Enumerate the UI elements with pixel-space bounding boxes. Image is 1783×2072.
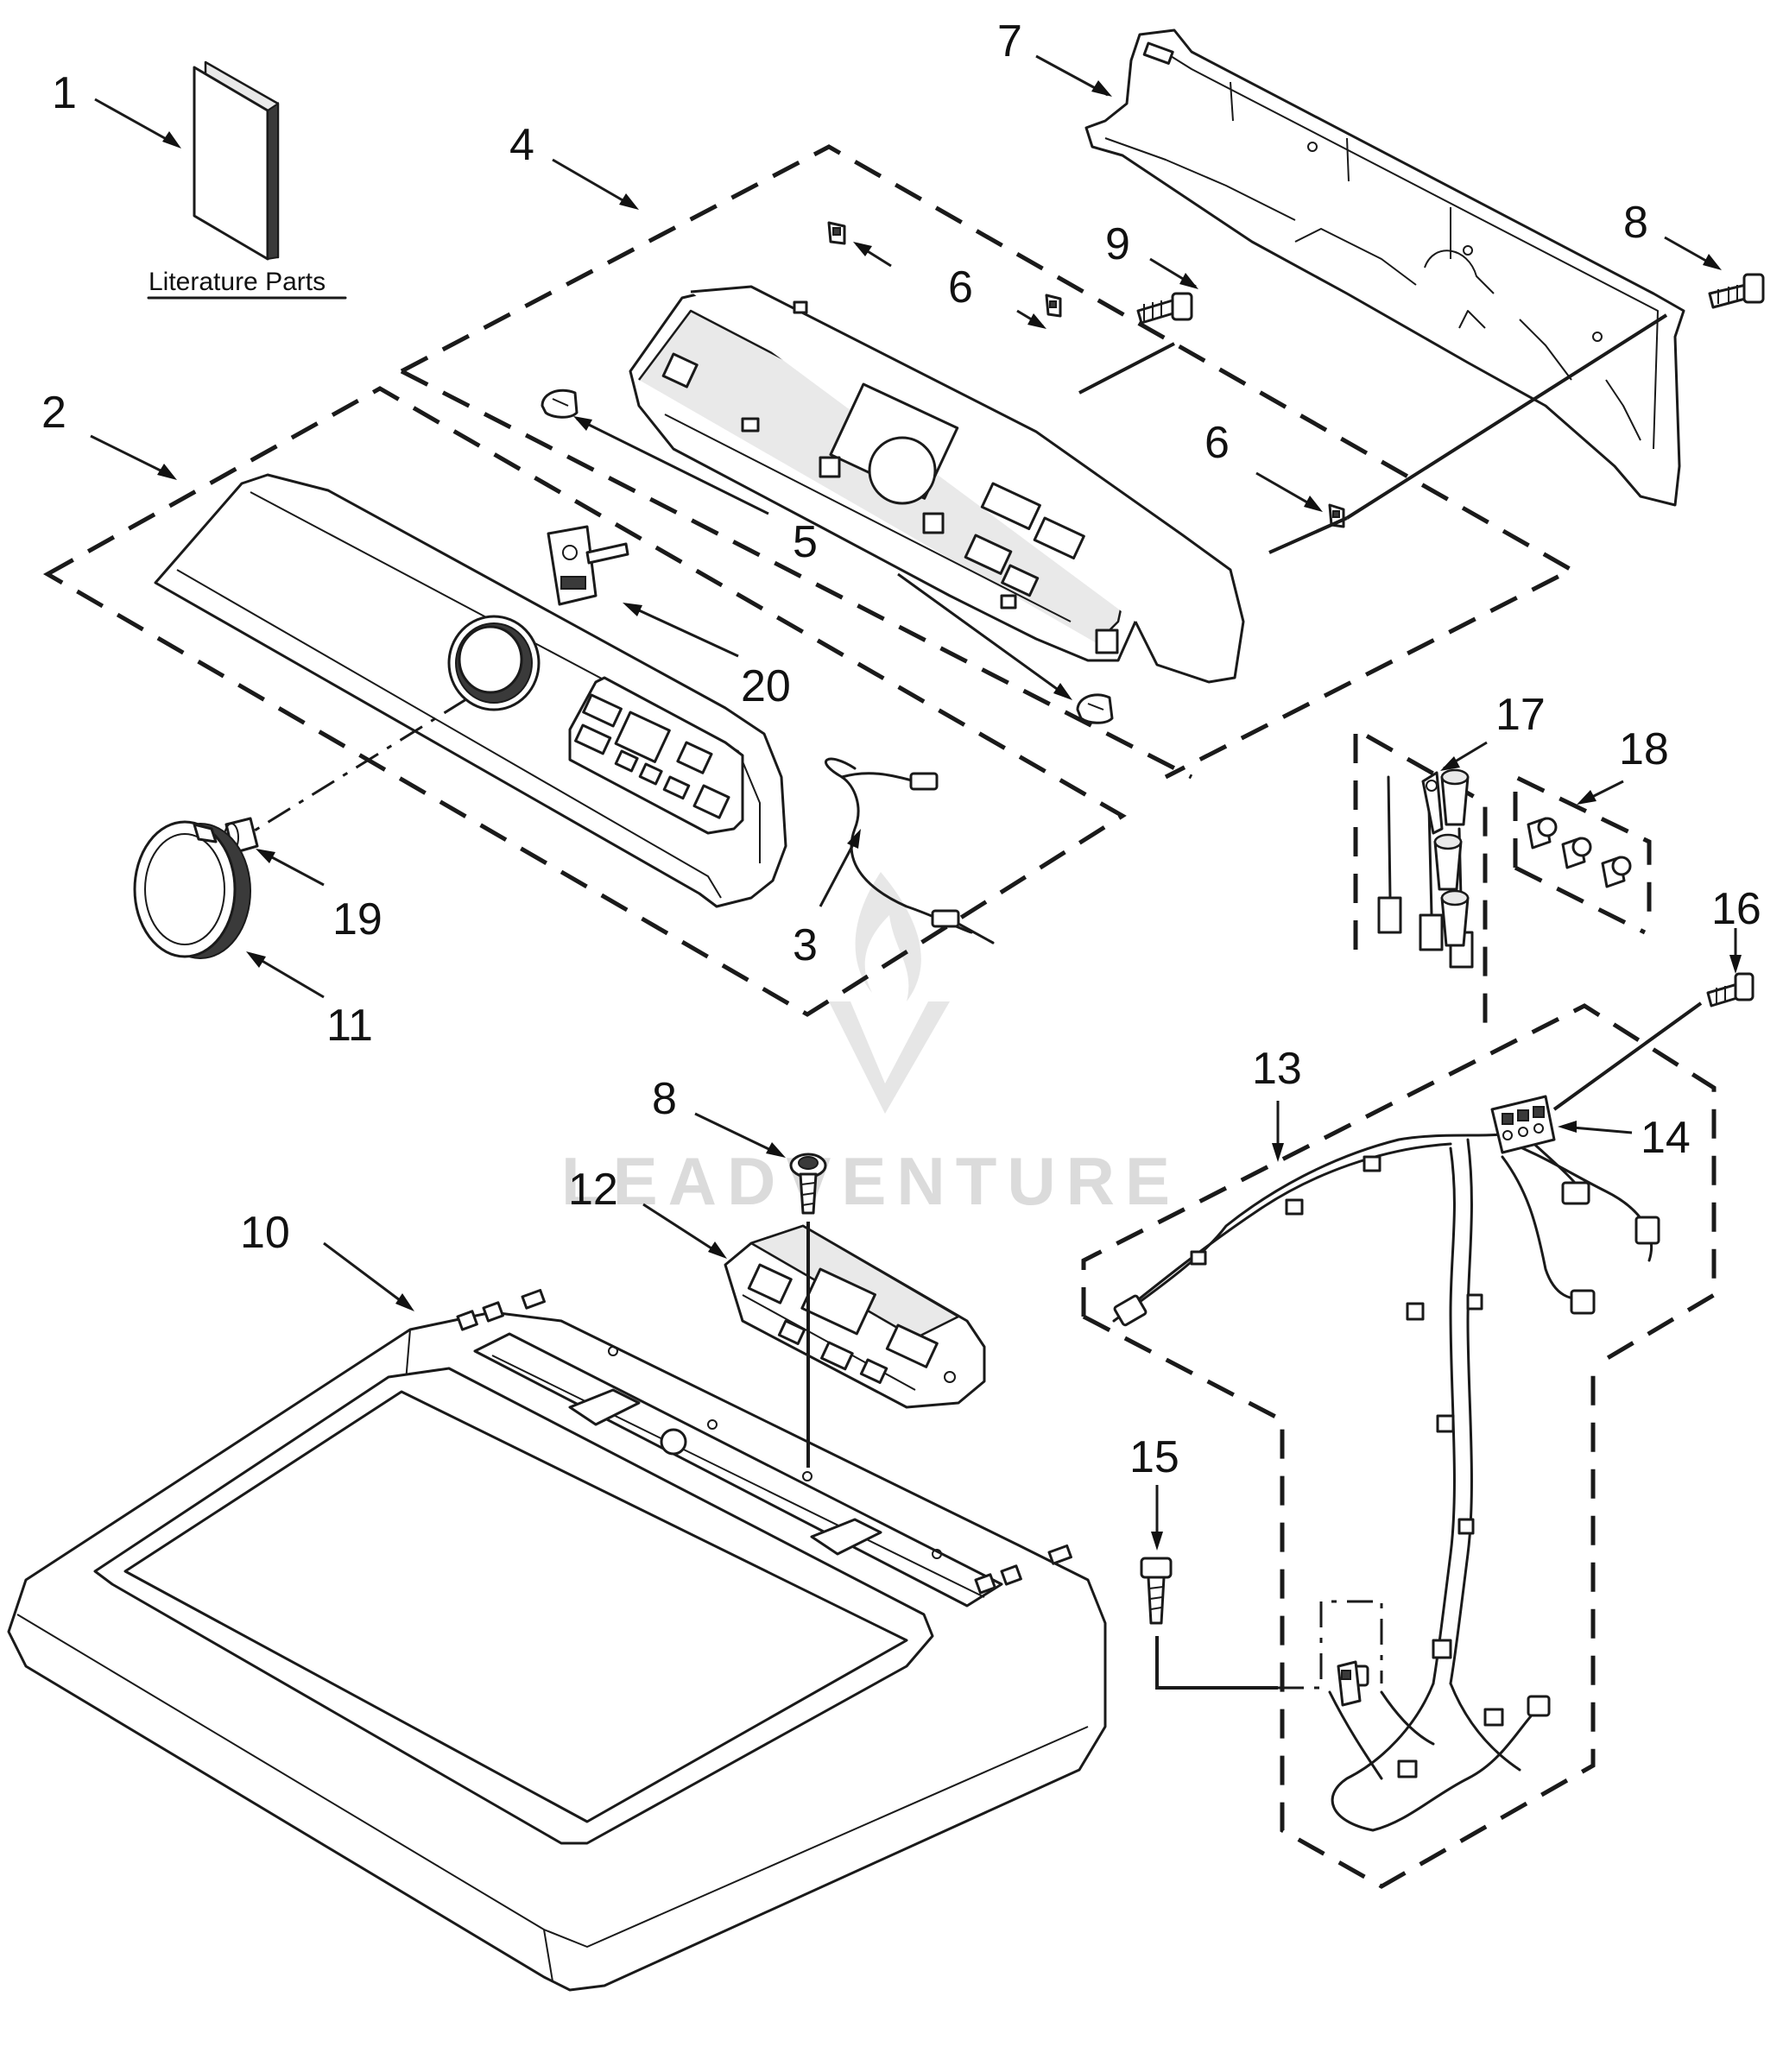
callout-4: 4: [509, 120, 534, 170]
group-panel-outline: [42, 386, 1127, 1017]
part-clip-top[interactable]: [827, 221, 846, 245]
part-screw-8-top[interactable]: [1708, 273, 1765, 309]
watermark: LEADVENTURE: [561, 872, 1180, 1219]
callout-labels: 1 2 3 4 5 6 6 7 8 8 9 10 11 12 13 14 15 …: [41, 16, 1761, 1482]
part-screw-16[interactable]: [1706, 972, 1755, 1008]
part-control-panel[interactable]: [154, 473, 787, 908]
part-literature[interactable]: Literature Parts: [147, 60, 347, 300]
callout-7: 7: [997, 16, 1022, 66]
part-switch-bracket[interactable]: [547, 525, 629, 606]
part-main-harness[interactable]: [1112, 1121, 1660, 1832]
part-knob[interactable]: [133, 820, 251, 959]
callout-8-lower: 8: [652, 1074, 677, 1124]
callout-5: 5: [793, 517, 818, 567]
callout-10: 10: [240, 1208, 290, 1258]
callout-13: 13: [1252, 1044, 1302, 1094]
part-hinge-lower[interactable]: [1076, 693, 1114, 724]
part-screw-15[interactable]: [1140, 1557, 1173, 1625]
part-clip-middle[interactable]: [1045, 294, 1062, 318]
part-screw-8-lower[interactable]: [789, 1153, 827, 1215]
part-top-panel[interactable]: [7, 1288, 1107, 1992]
watermark-text: LEADVENTURE: [561, 1143, 1180, 1219]
callout-9: 9: [1105, 219, 1130, 269]
callout-3: 3: [793, 920, 818, 970]
callout-8-top: 8: [1623, 198, 1648, 248]
callout-1: 1: [52, 68, 77, 118]
callout-2: 2: [41, 388, 66, 438]
part-control-board[interactable]: [724, 1224, 986, 1409]
part-wire-ties[interactable]: [1377, 768, 1474, 969]
group-wire-ties-outline: [1353, 725, 1488, 1023]
callout-15: 15: [1129, 1432, 1179, 1482]
callout-20: 20: [741, 661, 791, 711]
part-screw-9[interactable]: [1136, 292, 1193, 325]
part-terminal-block[interactable]: [1490, 1095, 1556, 1154]
group-console-outline: [400, 144, 1577, 780]
group-main-harness-outline: [1081, 1003, 1717, 1889]
part-grommets[interactable]: [1527, 817, 1632, 888]
watermark-v-icon: [829, 1001, 950, 1114]
callout-12: 12: [568, 1165, 618, 1215]
part-console-housing[interactable]: [629, 285, 1245, 684]
callout-14: 14: [1641, 1113, 1691, 1163]
callout-18: 18: [1619, 724, 1669, 774]
callout-19: 19: [332, 894, 383, 944]
callout-6-lower: 6: [1204, 418, 1230, 468]
watermark-flame-icon: [855, 872, 921, 1001]
leader-arrows: [90, 54, 1742, 1551]
part-hinge-upper[interactable]: [541, 388, 579, 419]
part-door-switch[interactable]: [1337, 1660, 1362, 1707]
literature-label: Literature Parts: [149, 268, 326, 296]
callout-16: 16: [1711, 884, 1761, 934]
group-grommets-outline: [1513, 774, 1652, 935]
part-rear-bracket[interactable]: [1084, 28, 1685, 507]
callout-6-top: 6: [948, 262, 973, 313]
part-wire-harness-small[interactable]: [825, 757, 995, 944]
callout-17: 17: [1495, 690, 1546, 740]
callout-11: 11: [326, 1001, 373, 1051]
